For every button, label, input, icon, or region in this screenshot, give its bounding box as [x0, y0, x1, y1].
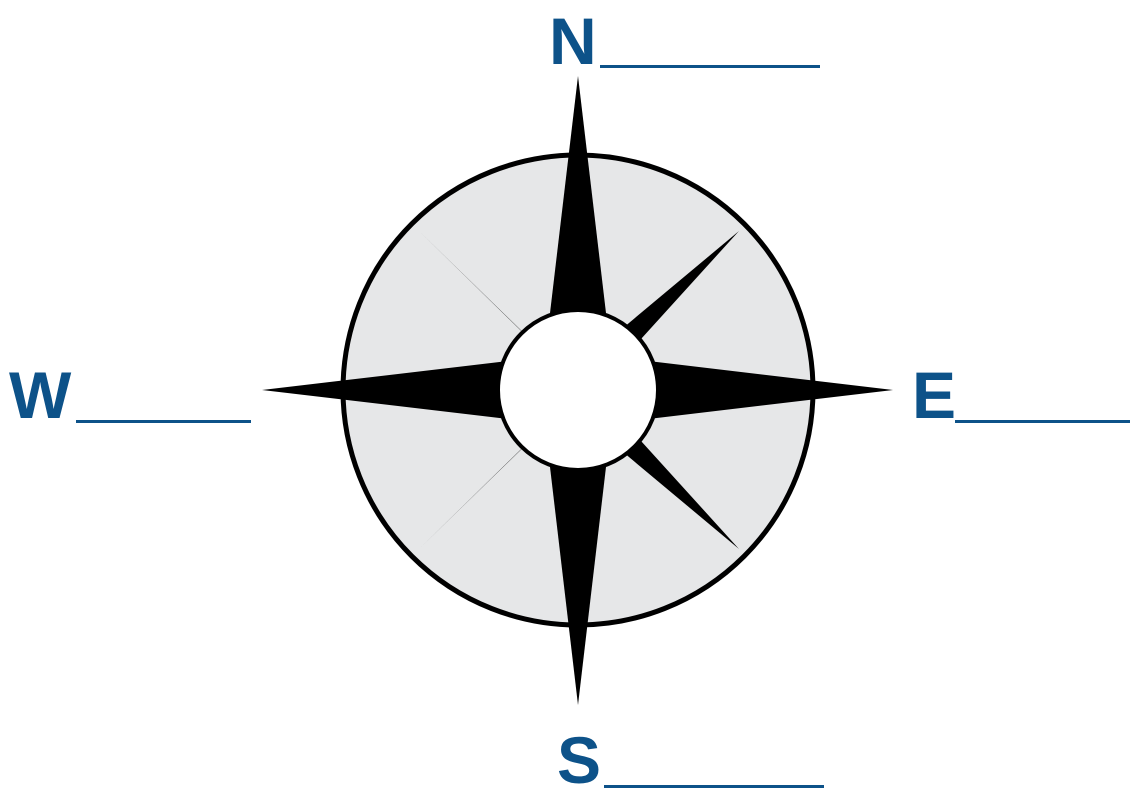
north-answer-line [600, 65, 820, 68]
west-answer-line [76, 420, 251, 423]
south-answer-line [604, 785, 824, 788]
north-label: N [549, 8, 597, 74]
south-label: S [557, 727, 601, 793]
east-label: E [912, 362, 956, 428]
east-answer-line [955, 420, 1130, 423]
compass-center [498, 310, 658, 470]
west-label: W [9, 362, 71, 428]
